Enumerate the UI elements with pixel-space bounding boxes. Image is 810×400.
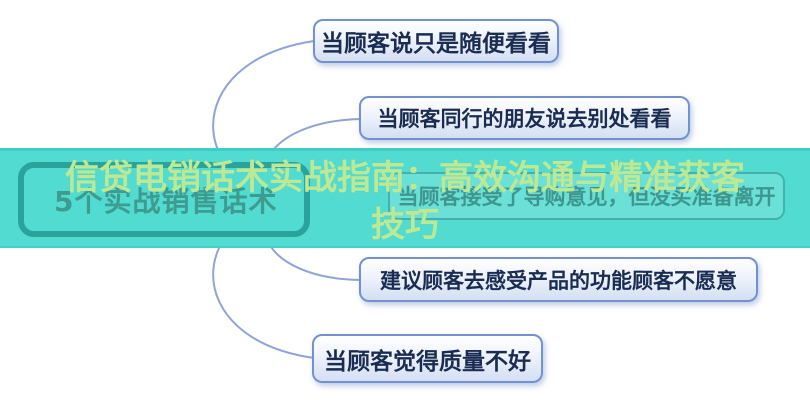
branch-node-friend-suggests-elsewhere[interactable]: 当顾客同行的朋友说去别处看看: [359, 96, 690, 140]
branch-node-accepts-but-leaves[interactable]: 当顾客接受了导购意见，但没买准备离开: [388, 172, 785, 220]
branch-node-label: 当顾客说只是随便看看: [321, 31, 551, 57]
branch-node-label: 建议顾客去感受产品的功能顾客不愿意: [380, 268, 737, 293]
root-node[interactable]: 5个实战销售话术: [18, 162, 310, 237]
branch-node-label: 当顾客接受了导购意见，但没买准备离开: [397, 185, 776, 209]
branch-node-label: 当顾客觉得质量不好: [324, 348, 531, 375]
branch-node-quality-doubt[interactable]: 当顾客觉得质量不好: [312, 334, 543, 383]
branch-node-random-look[interactable]: 当顾客说只是随便看看: [313, 19, 559, 63]
root-node-label: 5个实战销售话术: [54, 184, 278, 218]
banner-title-text: 信贷电销话术实战指南：高效沟通与精准获客技巧: [65, 158, 745, 245]
branch-node-label: 当顾客同行的朋友说去别处看看: [377, 107, 672, 131]
branch-node-unwilling-to-try[interactable]: 建议顾客去感受产品的功能顾客不愿意: [359, 257, 758, 302]
